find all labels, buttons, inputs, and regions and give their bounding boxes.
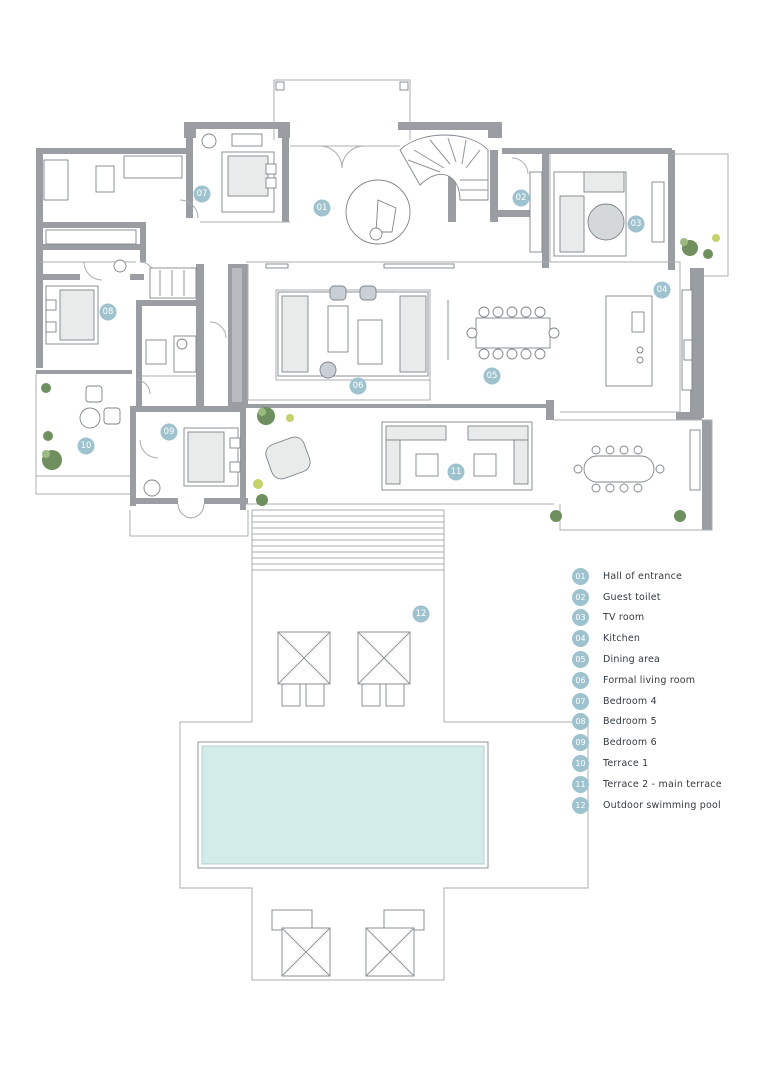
room-badge-number: 07 — [197, 189, 208, 199]
legend-badge: 04 — [572, 630, 589, 648]
swimming-pool — [197, 741, 489, 869]
room-badge: 10 — [77, 437, 95, 455]
legend-item: 02 Guest toilet — [572, 587, 722, 608]
room-badge-number: 09 — [164, 427, 175, 437]
room-badge-number: 04 — [657, 285, 668, 295]
legend-item: 04 Kitchen — [572, 628, 722, 649]
legend-label: Kitchen — [603, 633, 641, 645]
legend-badge: 10 — [572, 755, 589, 773]
sun-lounger — [357, 631, 411, 707]
room-badge: 06 — [349, 377, 367, 395]
legend-item: 05 Dining area — [572, 649, 722, 670]
legend-label: Terrace 1 — [603, 758, 649, 770]
room-badge: 11 — [447, 463, 465, 481]
hall-round-table — [345, 179, 411, 245]
legend-badge: 02 — [572, 588, 589, 606]
legend-badge: 09 — [572, 734, 589, 752]
room-badge-number: 11 — [451, 467, 462, 477]
legend-item: 12 Outdoor swimming pool — [572, 795, 722, 816]
terrace-dining-table — [573, 429, 701, 493]
tv-room-furniture — [529, 171, 665, 257]
legend-label: Bedroom 4 — [603, 695, 657, 707]
legend-label: Dining area — [603, 654, 661, 666]
room-badge: 08 — [99, 303, 117, 321]
legend-item: 03 TV room — [572, 608, 722, 629]
room-badge: 02 — [512, 189, 530, 207]
sun-lounger — [277, 631, 331, 707]
room-badge-number: 08 — [103, 307, 114, 317]
room-badge: 05 — [483, 367, 501, 385]
legend-badge: 03 — [572, 609, 589, 627]
legend-item: 11 Terrace 2 - main terrace — [572, 774, 722, 795]
bed-bedroom-5 — [45, 285, 99, 345]
room-badge-number: 06 — [353, 381, 364, 391]
room-badge-number: 12 — [416, 609, 427, 619]
pool-deck-outline — [179, 509, 589, 981]
room-badge: 07 — [193, 185, 211, 203]
legend-badge: 07 — [572, 692, 589, 710]
legend-item: 01 Hall of entrance — [572, 566, 722, 587]
legend-badge: 01 — [572, 567, 589, 585]
room-legend: 01 Hall of entrance 02 Guest toilet 03 T… — [572, 566, 722, 816]
room-badge: 12 — [412, 605, 430, 623]
room-badge-number: 01 — [317, 203, 328, 213]
terrace-1-furniture — [79, 385, 121, 429]
bed-bedroom-6 — [143, 427, 241, 497]
legend-label: Bedroom 6 — [603, 737, 657, 749]
room-badge-number: 03 — [631, 219, 642, 229]
legend-label: Terrace 2 - main terrace — [603, 778, 722, 790]
legend-label: Formal living room — [603, 674, 696, 686]
spiral-staircase — [399, 134, 489, 201]
formal-living-furniture — [265, 263, 455, 379]
room-badge: 04 — [653, 281, 671, 299]
bed-bedroom-4 — [201, 133, 277, 213]
legend-label: Outdoor swimming pool — [603, 799, 721, 811]
legend-item: 07 Bedroom 4 — [572, 691, 722, 712]
sun-lounger — [365, 909, 425, 977]
legend-badge: 06 — [572, 671, 589, 689]
legend-label: Guest toilet — [603, 591, 661, 603]
house-walls — [36, 79, 712, 530]
plants — [41, 234, 720, 522]
bathroom — [43, 155, 197, 299]
room-badge: 01 — [313, 199, 331, 217]
legend-badge: 11 — [572, 775, 589, 793]
room-badge-number: 10 — [81, 441, 92, 451]
room-badge-number: 05 — [487, 371, 498, 381]
legend-label: TV room — [603, 612, 645, 624]
room-badge: 09 — [160, 423, 178, 441]
terrace-2-lounge — [265, 421, 533, 491]
legend-badge: 05 — [572, 651, 589, 669]
kitchen-island — [605, 289, 693, 391]
legend-label: Bedroom 5 — [603, 716, 657, 728]
legend-item: 06 Formal living room — [572, 670, 722, 691]
doors — [83, 145, 529, 519]
room-badge: 03 — [627, 215, 645, 233]
room-badge-number: 02 — [516, 193, 527, 203]
legend-label: Hall of entrance — [603, 570, 683, 582]
legend-badge: 12 — [572, 796, 589, 814]
bathroom-bedroom-6 — [145, 335, 197, 373]
dining-table — [466, 306, 560, 360]
legend-item: 08 Bedroom 5 — [572, 712, 722, 733]
sun-lounger — [271, 909, 331, 977]
legend-badge: 08 — [572, 713, 589, 731]
legend-item: 09 Bedroom 6 — [572, 732, 722, 753]
building-lines — [35, 145, 729, 537]
legend-item: 10 Terrace 1 — [572, 753, 722, 774]
